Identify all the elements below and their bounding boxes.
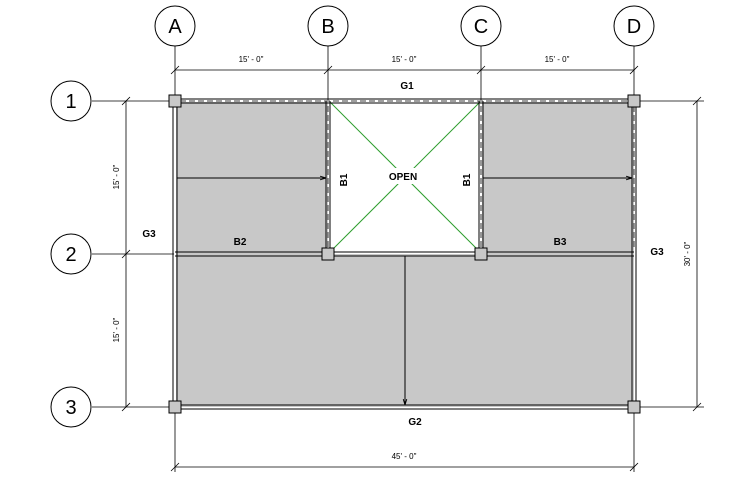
beam-label-g2: G2 xyxy=(408,417,422,428)
dim-bay-23: 15' - 0" xyxy=(112,317,121,342)
column-a1 xyxy=(168,94,182,108)
grid-label-1: 1 xyxy=(65,91,76,113)
beam-label-g3-right: G3 xyxy=(650,247,664,258)
dim-bay-12: 15' - 0" xyxy=(112,164,121,189)
grid-bubble-3 xyxy=(50,386,92,428)
dim-overall-width: 45' - 0" xyxy=(392,452,417,461)
dimension-labels: 15' - 0" 15' - 0" 15' - 0" 45' - 0" 15' … xyxy=(112,55,692,461)
grid-label-b: B xyxy=(321,16,334,38)
column-d3 xyxy=(627,400,641,414)
dim-bay-ab: 15' - 0" xyxy=(239,55,264,64)
grid-bubbles xyxy=(50,5,655,428)
grid-bubble-b xyxy=(307,5,349,47)
beam-label-b1-right: B1 xyxy=(462,173,473,186)
beam-label-g1: G1 xyxy=(400,81,414,92)
grid-bubble-d xyxy=(613,5,655,47)
grid-bubble-a xyxy=(154,5,196,47)
beams xyxy=(172,98,637,410)
beam-label-b1-left: B1 xyxy=(339,173,350,186)
beam-label-b3: B3 xyxy=(554,237,567,248)
dimension-lines xyxy=(121,65,702,472)
grid-lines xyxy=(92,44,704,472)
beam-labels: G1 G2 G3 G3 B2 B3 B1 B1 OPEN xyxy=(142,81,664,428)
grid-bubble-labels: A B C D 1 2 3 xyxy=(65,16,641,419)
grid-label-c: C xyxy=(474,16,488,38)
column-a3 xyxy=(168,400,182,414)
grid-bubble-1 xyxy=(50,80,92,122)
grid-label-d: D xyxy=(627,16,641,38)
grid-label-3: 3 xyxy=(65,397,76,419)
beam-label-b2: B2 xyxy=(234,237,247,248)
grid-label-2: 2 xyxy=(65,244,76,266)
grid-bubble-2 xyxy=(50,233,92,275)
grid-label-a: A xyxy=(168,16,182,38)
grid-bubble-c xyxy=(460,5,502,47)
dim-overall-depth: 30' - 0" xyxy=(683,241,692,266)
columns xyxy=(168,94,641,414)
beam-label-g3-left: G3 xyxy=(142,229,156,240)
dim-bay-cd: 15' - 0" xyxy=(545,55,570,64)
span-arrows xyxy=(177,178,632,405)
dim-bay-bc: 15' - 0" xyxy=(392,55,417,64)
column-d1 xyxy=(627,94,641,108)
opening-label: OPEN xyxy=(389,172,417,183)
column-c2 xyxy=(474,247,488,261)
column-b2 xyxy=(321,247,335,261)
